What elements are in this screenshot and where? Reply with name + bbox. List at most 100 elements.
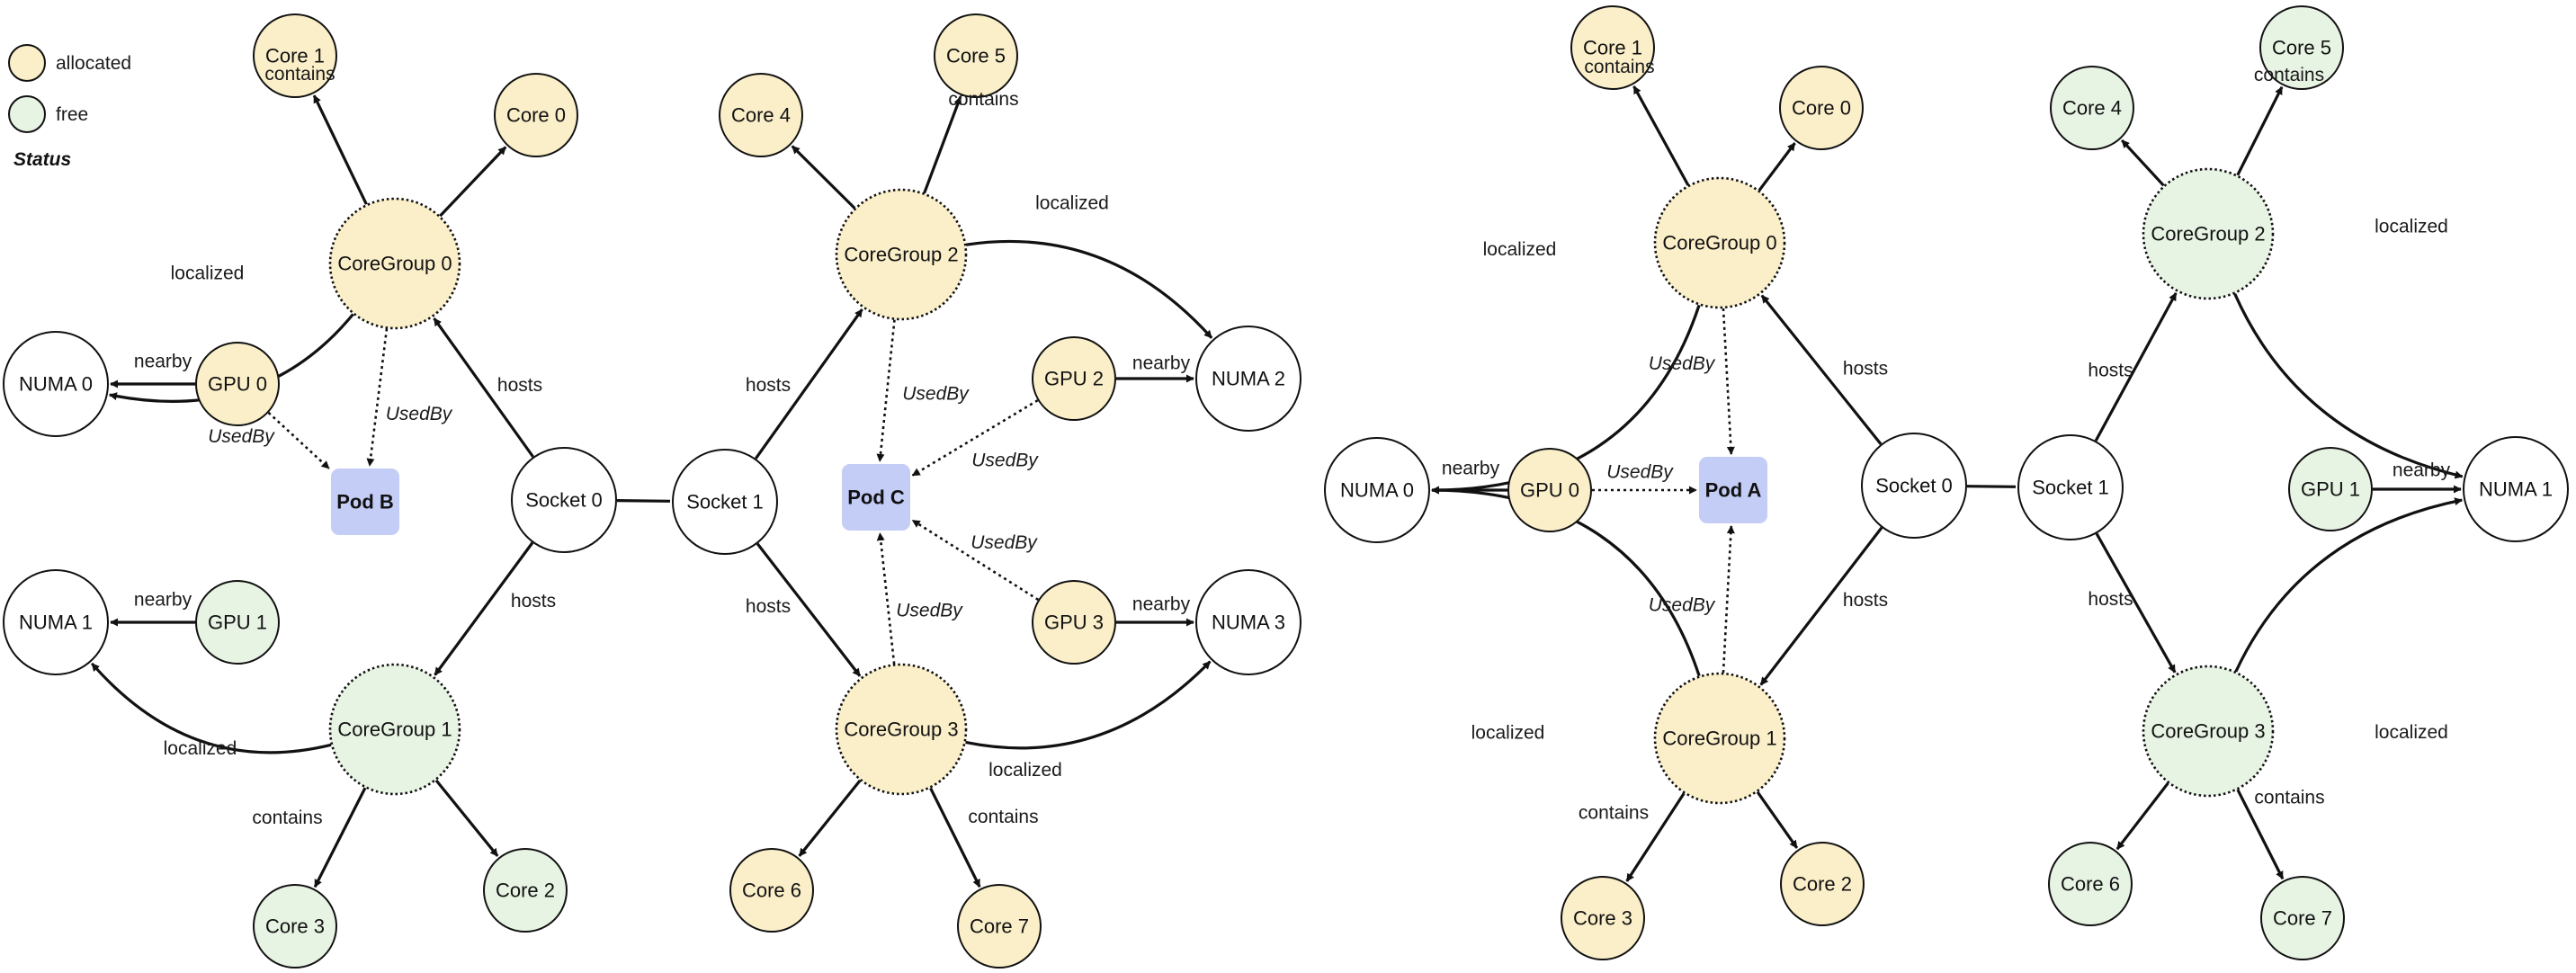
node-socket-0[interactable]: Socket 0: [511, 447, 617, 553]
node-core-5[interactable]: Core 5: [934, 13, 1018, 98]
node-label: Core 1: [265, 45, 325, 67]
node-core-7[interactable]: Core 7: [957, 884, 1042, 969]
edge-socket-1-to-coregroup-2: [754, 308, 863, 460]
gpu-circle: [2288, 447, 2373, 531]
node-numa-2[interactable]: NUMA 2: [1195, 326, 1301, 432]
node-label: CoreGroup 0: [337, 253, 452, 275]
coregroup-circle: [328, 663, 461, 796]
edge-label-nearby: nearby: [1132, 353, 1191, 374]
pod-box: [331, 469, 399, 535]
node-label: Socket 0: [1875, 475, 1953, 497]
node-label: CoreGroup 2: [2151, 223, 2265, 245]
edge-label-contains: contains: [1579, 803, 1649, 824]
node-gpu-3[interactable]: GPU 3: [1032, 580, 1116, 665]
edges-layer: [90, 85, 2464, 888]
edge-coregroup-0-to-numa-0: [1431, 304, 1701, 495]
node-coregroup-2[interactable]: CoreGroup 2: [2142, 167, 2275, 300]
node-core-5[interactable]: Core 5: [2259, 5, 2344, 90]
node-coregroup-3[interactable]: CoreGroup 3: [2142, 665, 2275, 798]
node-core-0[interactable]: Core 0: [494, 73, 578, 157]
edge-coregroup-3-to-core-6: [798, 779, 862, 857]
nodes-layer: Core 1 Core 0 CoreGroup 0 NUMA 0 GPU 0 Pod B S…: [3, 5, 2569, 969]
legend-allocated-swatch: [8, 44, 46, 82]
socket-circle: [672, 449, 778, 555]
node-core-6[interactable]: Core 6: [729, 848, 814, 933]
node-core-7[interactable]: Core 7: [2260, 876, 2345, 960]
node-gpu-0[interactable]: GPU 0: [195, 342, 280, 426]
edge-coregroup-2-to-core-5: [2236, 85, 2284, 176]
edge-socket-1-to-coregroup-2: [2094, 292, 2178, 442]
node-core-4[interactable]: Core 4: [719, 73, 803, 157]
core-circle: [253, 13, 337, 98]
node-socket-1[interactable]: Socket 1: [672, 449, 778, 555]
node-label: Core 7: [970, 915, 1029, 938]
socket-circle: [2017, 434, 2124, 540]
node-core-6[interactable]: Core 6: [2048, 842, 2133, 926]
node-coregroup-0[interactable]: CoreGroup 0: [328, 197, 461, 330]
node-label: NUMA 1: [19, 611, 93, 634]
node-coregroup-1[interactable]: CoreGroup 1: [328, 663, 461, 796]
node-core-2[interactable]: Core 2: [483, 848, 568, 933]
node-core-2[interactable]: Core 2: [1780, 842, 1865, 926]
edge-coregroup-3-to-core-7: [929, 787, 981, 888]
node-pod-b[interactable]: Pod B: [331, 469, 399, 535]
node-numa-0[interactable]: NUMA 0: [1324, 437, 1430, 543]
node-gpu-1[interactable]: GPU 1: [2288, 447, 2373, 531]
edge-coregroup-2-to-core-5: [923, 96, 962, 194]
node-label: Core 0: [506, 104, 566, 127]
edge-label-hosts: hosts: [1843, 359, 1888, 379]
edge-label-nearby: nearby: [134, 590, 192, 611]
node-gpu-0[interactable]: GPU 0: [1507, 448, 1592, 532]
coregroup-circle: [2142, 167, 2275, 300]
node-label: NUMA 0: [1340, 479, 1414, 502]
gpu-circle: [1032, 336, 1116, 421]
edge-label-localized: localized: [2375, 217, 2448, 237]
node-coregroup-2[interactable]: CoreGroup 2: [835, 188, 968, 321]
node-numa-1[interactable]: NUMA 1: [2463, 436, 2569, 542]
node-label: CoreGroup 1: [1662, 728, 1776, 750]
coregroup-circle: [2142, 665, 2275, 798]
edge-label-localized: localized: [164, 738, 237, 759]
node-numa-1[interactable]: NUMA 1: [3, 569, 109, 675]
core-circle: [483, 848, 568, 933]
node-core-0[interactable]: Core 0: [1779, 66, 1864, 150]
node-core-3[interactable]: Core 3: [1561, 876, 1645, 960]
edge-label-usedby: UsedBy: [1649, 353, 1716, 374]
edge-label-nearby: nearby: [2393, 460, 2451, 481]
edge-coregroup-0-to-pod-a: [1722, 308, 1735, 455]
node-numa-3[interactable]: NUMA 3: [1195, 569, 1301, 675]
coregroup-circle: [1653, 176, 1786, 309]
node-core-3[interactable]: Core 3: [253, 884, 337, 969]
node-label: CoreGroup 2: [844, 244, 958, 266]
node-core-1[interactable]: Core 1: [253, 13, 337, 98]
node-numa-0[interactable]: NUMA 0: [3, 331, 109, 437]
pod-box: [1699, 457, 1767, 523]
node-core-1[interactable]: Core 1: [1570, 5, 1655, 90]
edge-label-hosts: hosts: [511, 591, 556, 611]
node-label: Core 5: [946, 45, 1006, 67]
edge-coregroup-3-to-numa-3: [965, 660, 1212, 750]
edge-coregroup-0-to-core-1: [312, 94, 368, 205]
node-socket-0[interactable]: Socket 0: [1861, 433, 1967, 539]
node-pod-a[interactable]: Pod A: [1699, 457, 1767, 523]
node-socket-1[interactable]: Socket 1: [2017, 434, 2124, 540]
edge-socket-1-to-coregroup-3: [2095, 532, 2177, 674]
edge-coregroup-3-to-core-7: [2236, 789, 2285, 880]
node-label: CoreGroup 3: [2151, 720, 2265, 743]
node-coregroup-0[interactable]: CoreGroup 0: [1653, 176, 1786, 309]
node-coregroup-1[interactable]: CoreGroup 1: [1653, 672, 1786, 805]
edge-label-nearby: nearby: [1132, 594, 1191, 615]
edge-socket-0-to-socket-1: [616, 499, 671, 503]
edge-label-hosts: hosts: [497, 375, 542, 396]
node-coregroup-3[interactable]: CoreGroup 3: [835, 663, 968, 796]
node-gpu-1[interactable]: GPU 1: [195, 580, 280, 665]
node-core-4[interactable]: Core 4: [2050, 66, 2134, 150]
node-gpu-2[interactable]: GPU 2: [1032, 336, 1116, 421]
node-pod-c[interactable]: Pod C: [842, 464, 910, 531]
edge-coregroup-3-to-numa-1: [2234, 497, 2464, 673]
node-label: Core 4: [2062, 97, 2122, 120]
edge-label-contains: contains: [948, 89, 1018, 110]
node-label: Pod A: [1705, 479, 1762, 502]
node-label: Core 2: [496, 879, 555, 902]
edge-coregroup-1-to-core-3: [1625, 792, 1686, 882]
